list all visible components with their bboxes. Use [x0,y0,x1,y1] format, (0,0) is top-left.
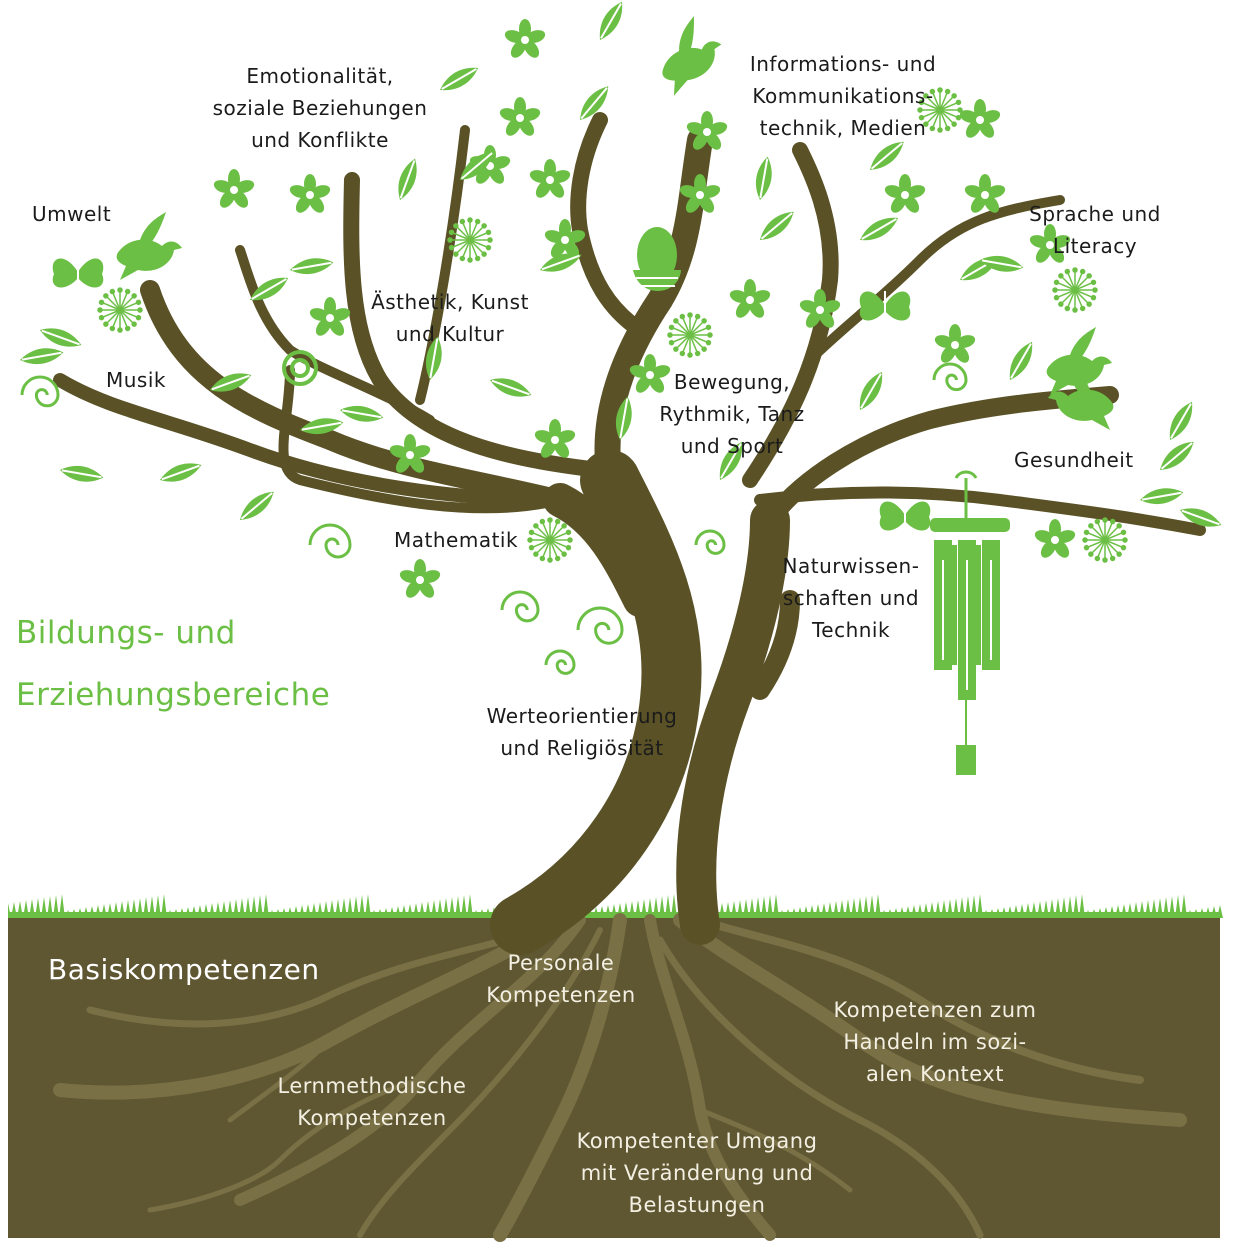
root-label-lernmethodische: Lernmethodische Kompetenzen [277,1074,467,1130]
butterfly-icon [878,500,932,532]
flower-icon [398,559,442,601]
root-label-personale: Personale Kompetenzen [486,951,636,1007]
swirl-icon [544,649,576,675]
leaf-icon [435,60,483,98]
leaf-icon [1162,397,1200,445]
swirl-icon [308,523,352,559]
dandelion-icon [97,287,143,333]
tree-trunk [53,112,1206,955]
leaf-icon [234,484,280,527]
flower-icon [933,324,977,366]
branch-label-naturwissenschaften: Naturwissen- schaften und Technik [782,554,920,642]
grass-line [8,894,1223,920]
branch-label-aesthetik: Ästhetik, Kunst und Kultur [371,290,529,346]
flower-icon [1033,519,1077,561]
leaf-icon [486,371,535,404]
leaf-icon [1154,434,1200,477]
flower-icon [212,169,256,211]
flower-icon [503,19,547,61]
leaf-icon [36,321,85,354]
swirl-icon [20,375,60,408]
flower-icon [883,174,927,216]
leaf-icon [337,401,386,427]
leaf-icon [57,461,106,487]
leaf-icon [391,155,424,204]
heading-line-2: Erziehungsbereiche [16,677,331,713]
heading-line-1: Bildungs- und [16,615,236,651]
flower-icon [728,279,772,321]
leaf-icon [855,210,903,248]
leaf-icon [751,154,777,203]
dandelion-icon [667,312,713,358]
flower-icon [528,159,572,201]
swirl-icon [932,362,968,392]
leaf-icon [754,204,800,247]
leaf-icon [592,0,630,45]
swirl-icon [576,606,624,645]
bird-icon [116,212,182,280]
root-label-sozial: Kompetenzen zum Handeln im sozi- alen Ko… [833,998,1037,1086]
rose-icon [282,350,318,386]
leaf-icon [1002,337,1040,385]
swirl-icon [500,590,540,623]
butterfly-icon [858,290,912,322]
leaf-icon [852,367,890,415]
root-label-umgang: Kompetenter Umgang mit Veränderung und B… [576,1129,818,1217]
branch-label-musik: Musik [106,368,166,392]
dandelion-icon [527,517,573,563]
branch-label-sprache: Sprache und Literacy [1029,202,1161,258]
flower-icon [498,97,542,139]
bird-icon [647,10,733,97]
branch-label-gesundheit: Gesundheit [1014,448,1134,472]
branch-label-information: Informations- und Kommunikations- techni… [749,52,937,140]
dandelion-icon [1052,267,1098,313]
foliage [17,0,1225,775]
branch-label-bewegung: Bewegung, Rythmik, Tanz und Sport [659,370,805,458]
flower-icon [308,297,352,339]
leaf-icon [17,343,66,369]
branch-label-werteorientierung: Werteorientierung und Religiösität [486,704,678,760]
butterfly-icon [51,257,105,289]
swirl-icon [694,529,726,555]
flower-icon [288,174,332,216]
dandelion-icon [917,87,963,133]
dandelion-icon [447,217,493,263]
wind-chime-icon [930,470,1010,775]
branch-label-emotionalitaet: Emotionalität, soziale Beziehungen und K… [212,64,428,152]
leaf-icon [287,253,336,279]
leaf-icon [1137,483,1186,509]
branch-label-mathematik: Mathematik [394,528,519,552]
leaf-icon [156,456,205,489]
branch-label-umwelt: Umwelt [32,202,112,226]
basiskompetenzen-title: Basiskompetenzen [48,953,320,986]
acorn-icon [633,227,681,292]
dandelion-icon [1082,517,1128,563]
flower-icon [958,99,1002,141]
root-system [53,913,1187,1242]
